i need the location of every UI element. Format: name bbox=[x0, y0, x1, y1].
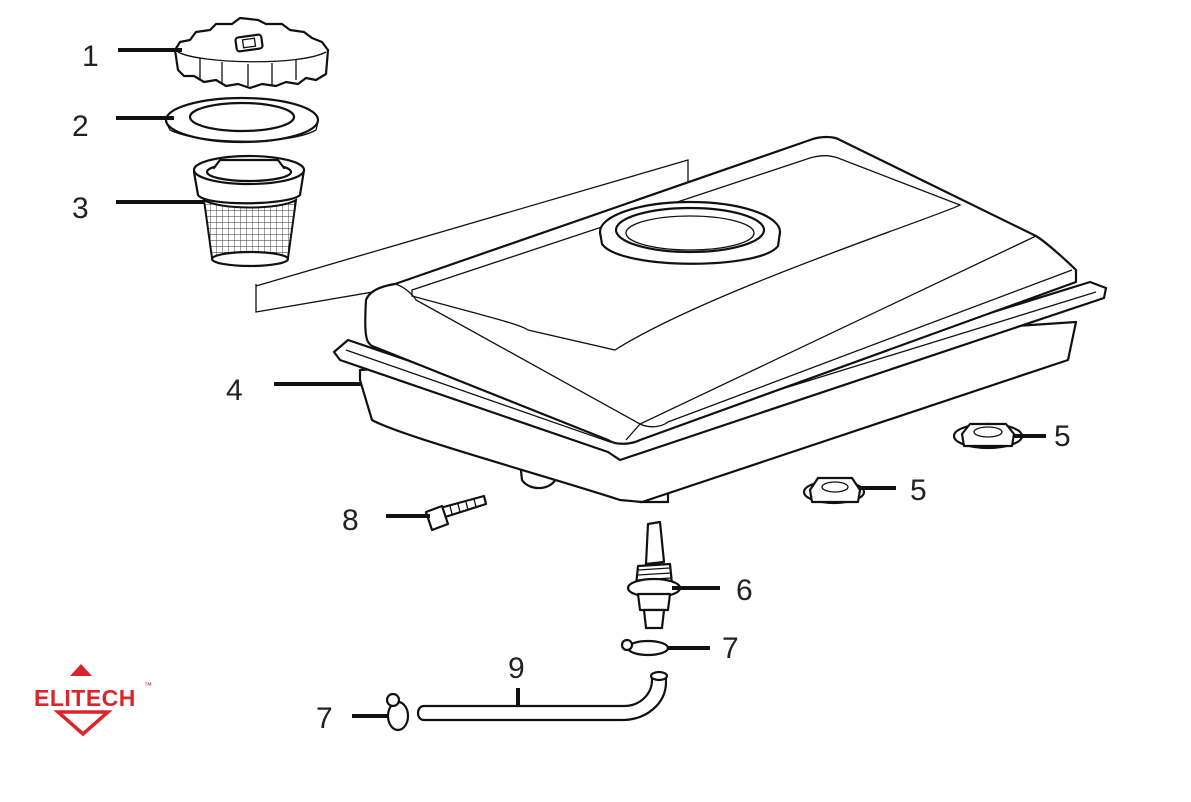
callout-3: 3 bbox=[72, 192, 89, 225]
callout-5b: 5 bbox=[910, 474, 927, 507]
callout-8: 8 bbox=[342, 504, 359, 537]
logo-text: ELITECH bbox=[34, 685, 136, 711]
cap-gasket bbox=[164, 96, 320, 144]
hose-clip-lower bbox=[385, 692, 410, 732]
callout-6: 6 bbox=[736, 574, 753, 607]
mounting-bolt bbox=[424, 494, 488, 532]
callout-1: 1 bbox=[82, 40, 99, 73]
elitech-logo: ELITECH ™ bbox=[34, 664, 152, 737]
callout-7b: 7 bbox=[316, 702, 333, 735]
leader-lines bbox=[116, 48, 1046, 718]
callout-9: 9 bbox=[508, 652, 525, 685]
flange-nut-left bbox=[802, 476, 866, 505]
hose-clip-upper bbox=[620, 638, 670, 657]
callout-4: 4 bbox=[226, 374, 243, 407]
callout-labels: 1 2 3 4 5 5 6 7 7 8 9 bbox=[72, 40, 1071, 735]
callout-7a: 7 bbox=[722, 632, 739, 665]
fuel-tank bbox=[332, 135, 1108, 504]
fuel-valve bbox=[626, 520, 682, 630]
fuel-cap bbox=[173, 16, 330, 90]
fuel-strainer bbox=[192, 154, 306, 268]
fuel-hose bbox=[416, 670, 669, 722]
logo-trademark: ™ bbox=[144, 681, 152, 690]
flange-nut-right bbox=[952, 422, 1024, 450]
callout-2: 2 bbox=[72, 110, 89, 143]
callout-5a: 5 bbox=[1054, 420, 1071, 453]
